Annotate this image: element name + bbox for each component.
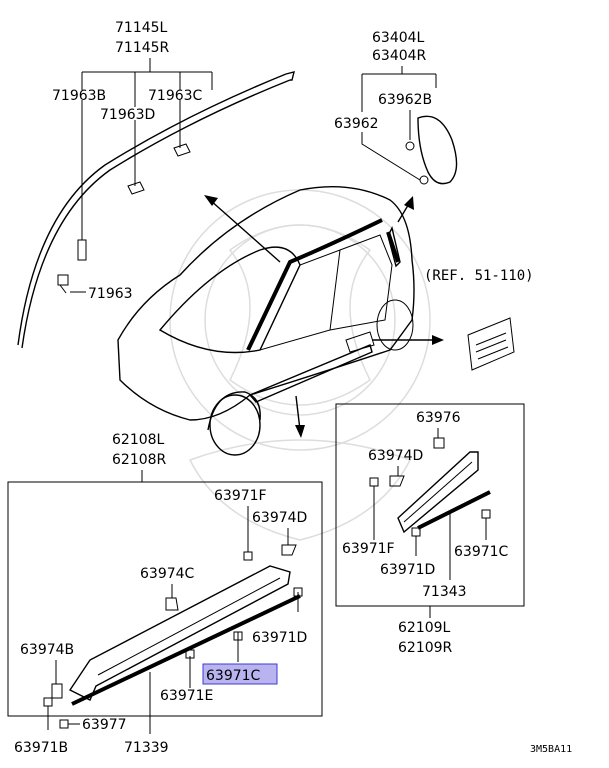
label-63971C-left[interactable]: 63971C — [206, 668, 261, 684]
right-side-sill-box: 63976 63974D 63971F 63971D 63971C 71343 … — [335, 403, 525, 656]
label-71145R[interactable]: 71145R — [115, 40, 170, 56]
label-63971F-left[interactable]: 63971F — [214, 488, 267, 504]
label-71145L[interactable]: 71145L — [115, 20, 168, 36]
diagram-code: 3M5BA11 — [530, 744, 572, 755]
label-63974D-right[interactable]: 63974D — [368, 448, 423, 464]
label-62108L[interactable]: 62108L — [112, 432, 165, 448]
label-71339[interactable]: 71339 — [124, 740, 169, 756]
label-63962[interactable]: 63962 — [334, 116, 379, 132]
left-side-sill-box: 62108L 62108R 63971F 63974D 63974C 63971… — [7, 432, 323, 756]
label-71963C[interactable]: 71963C — [148, 88, 203, 104]
label-63974B[interactable]: 63974B — [20, 642, 74, 658]
roof-molding-assembly: 71145L 71145R 71963B 71963C 71963D 71963 — [17, 20, 295, 349]
label-63976[interactable]: 63976 — [416, 410, 461, 426]
highlight-63971C — [202, 663, 278, 685]
label-62108R[interactable]: 62108R — [112, 452, 167, 468]
direction-arrows — [204, 195, 444, 438]
label-63971B[interactable]: 63971B — [14, 740, 68, 756]
label-63971F-right[interactable]: 63971F — [342, 541, 395, 557]
label-63971E[interactable]: 63971E — [160, 688, 213, 704]
label-63404L[interactable]: 63404L — [372, 30, 425, 46]
reference-callout: (REF. 51-110) — [424, 268, 534, 371]
label-63974D-left[interactable]: 63974D — [252, 510, 307, 526]
label-63404R[interactable]: 63404R — [372, 48, 427, 64]
label-63971D-right[interactable]: 63971D — [380, 562, 435, 578]
label-62109L[interactable]: 62109L — [398, 620, 451, 636]
label-71963D[interactable]: 71963D — [100, 107, 155, 123]
label-63971D-left[interactable]: 63971D — [252, 630, 307, 646]
label-71343[interactable]: 71343 — [422, 584, 467, 600]
rear-spoiler-assembly: 63404L 63404R 63962B 63962 — [334, 30, 458, 185]
label-63977[interactable]: 63977 — [82, 717, 127, 733]
label-63974C[interactable]: 63974C — [140, 566, 195, 582]
label-63971C-right[interactable]: 63971C — [454, 544, 509, 560]
label-71963B[interactable]: 71963B — [52, 88, 106, 104]
label-62109R[interactable]: 62109R — [398, 640, 453, 656]
label-ref-51-110[interactable]: (REF. 51-110) — [424, 268, 534, 284]
car-body-outline — [117, 186, 415, 456]
label-71963[interactable]: 71963 — [88, 286, 133, 302]
label-63962B[interactable]: 63962B — [378, 92, 432, 108]
